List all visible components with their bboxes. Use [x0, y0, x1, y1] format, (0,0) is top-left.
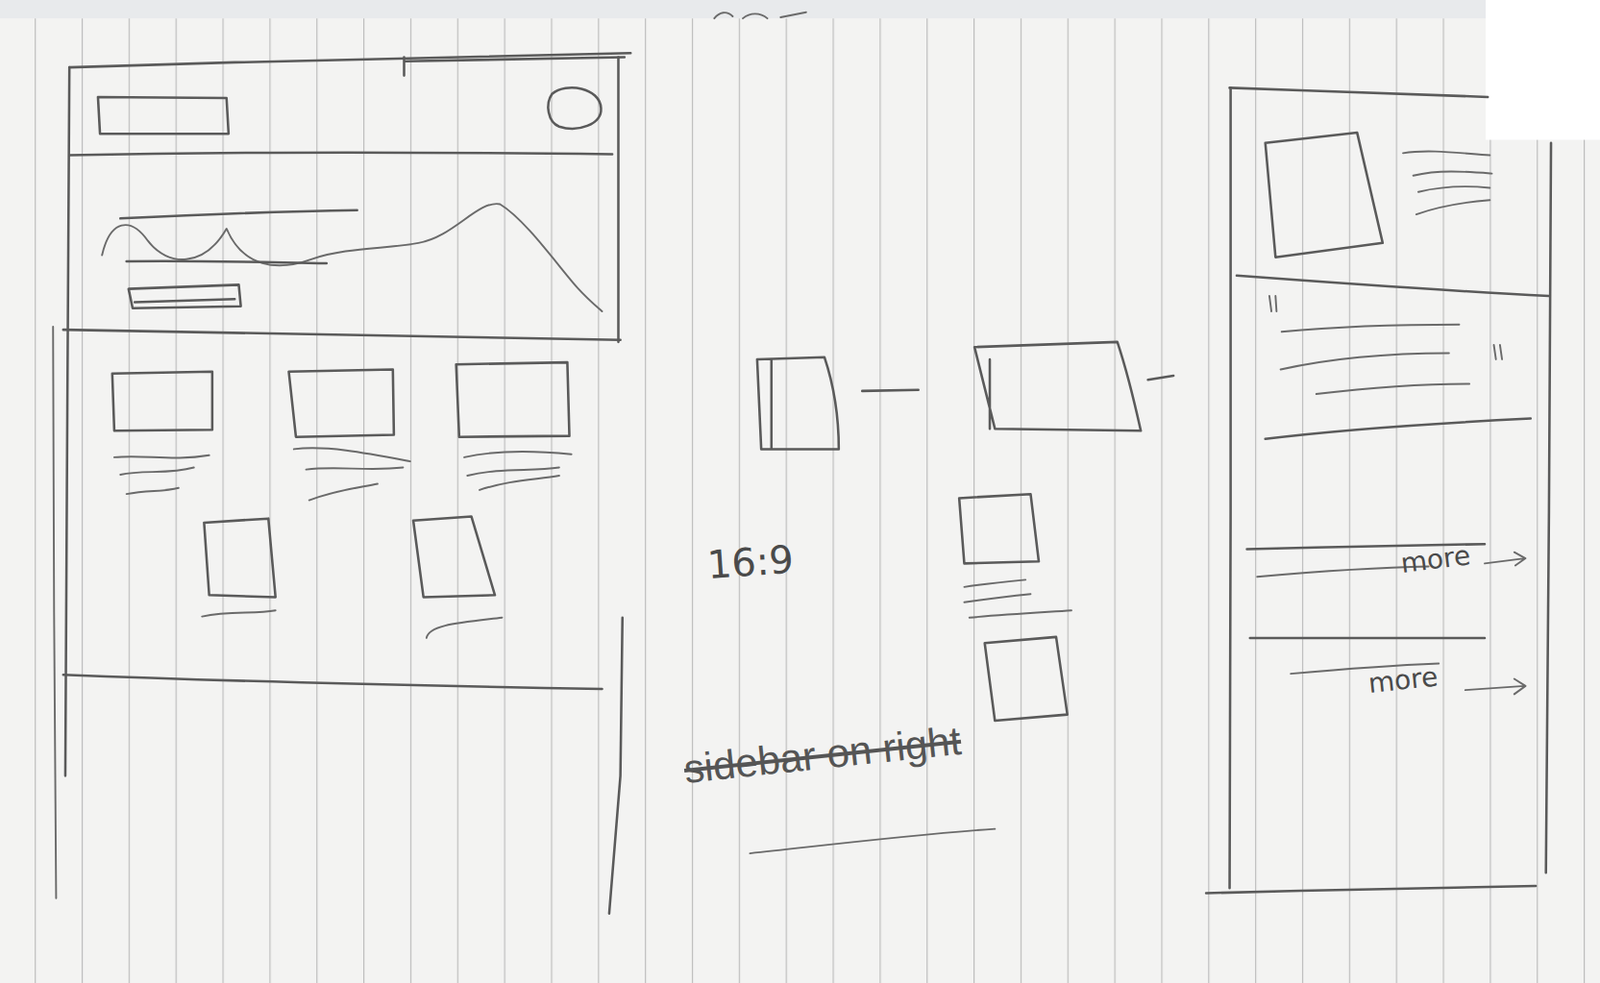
homepage-wireframe [52, 52, 631, 914]
aspect-ratio-note: 16:9 [705, 538, 795, 587]
top-strip [0, 0, 1600, 19]
paper-rules [0, 18, 1600, 983]
article-wireframe [1206, 87, 1551, 893]
corner-patch [1485, 0, 1600, 141]
more-arrow [1484, 552, 1526, 567]
cut-off-scribble [713, 12, 807, 19]
more-arrow [1465, 678, 1527, 694]
